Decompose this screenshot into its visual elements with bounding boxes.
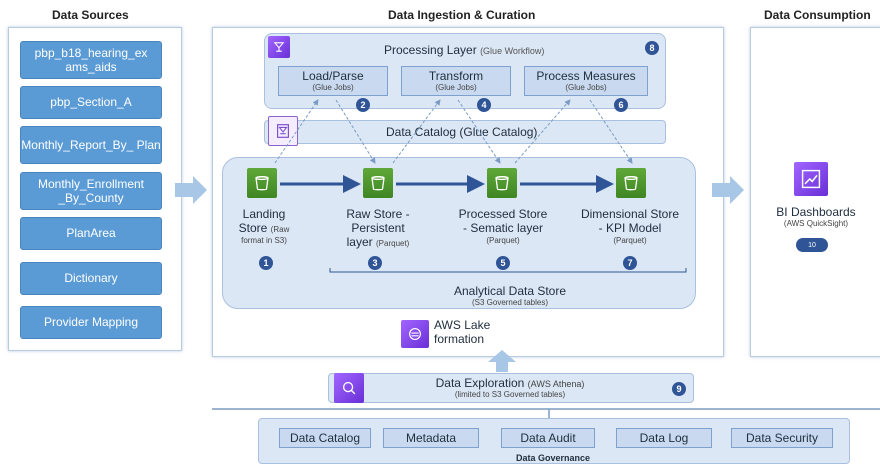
bi-dashboards-label[interactable]: BI Dashboards (AWS QuickSight)	[776, 205, 856, 228]
load-parse-sub: (Glue Jobs)	[312, 83, 354, 92]
gov-metadata[interactable]: Metadata	[383, 428, 479, 448]
badge-1: 1	[259, 256, 273, 270]
badge-3: 3	[368, 256, 382, 270]
transform-job[interactable]: Transform (Glue Jobs)	[401, 66, 511, 96]
badge-7: 7	[623, 256, 637, 270]
badge-10: 10	[796, 238, 828, 252]
data-catalog-bar	[264, 120, 666, 144]
source-provider-mapping[interactable]: Provider Mapping	[20, 306, 162, 339]
gov-data-catalog[interactable]: Data Catalog	[279, 428, 371, 448]
source-monthly-report[interactable]: Monthly_Report_By_ Plan	[20, 126, 162, 164]
source-planarea[interactable]: PlanArea	[20, 217, 162, 250]
processed-store-label: Processed Store - Sematic layer (Parquet…	[458, 207, 548, 245]
source-pbp-section-a[interactable]: pbp_Section_A	[20, 86, 162, 119]
dimensional-store-label: Dimensional Store - KPI Model (Parquet)	[580, 207, 680, 245]
badge-4: 4	[477, 98, 491, 112]
process-measures-job[interactable]: Process Measures (Glue Jobs)	[524, 66, 648, 96]
badge-6: 6	[614, 98, 628, 112]
data-exploration-label: Data Exploration (AWS Athena) (limited t…	[435, 376, 585, 399]
badge-8: 8	[645, 41, 659, 55]
source-pbp-b18-hearing[interactable]: pbp_b18_hearing_ex ams_aids	[20, 41, 162, 79]
data-governance-title: Data Governance	[515, 453, 591, 463]
glue-catalog-icon	[268, 116, 298, 146]
analytical-bracket	[329, 268, 687, 273]
process-measures-label: Process Measures	[536, 69, 636, 83]
lake-formation-icon	[401, 320, 429, 348]
gov-data-log[interactable]: Data Log	[616, 428, 712, 448]
transform-label: Transform	[428, 69, 484, 83]
data-exploration-bar	[328, 373, 694, 403]
sources-to-ingestion-arrow	[175, 176, 207, 204]
source-monthly-enrollment[interactable]: Monthly_Enrollment _By_County	[20, 172, 162, 210]
load-parse-label: Load/Parse	[302, 69, 364, 83]
raw-store-label: Raw Store - Persistent layer (Parquet)	[346, 207, 410, 249]
analytical-data-store-label: Analytical Data Store (S3 Governed table…	[453, 284, 567, 307]
load-parse-job[interactable]: Load/Parse (Glue Jobs)	[278, 66, 388, 96]
glue-workflow-icon	[268, 36, 290, 58]
raw-store-s3-icon	[363, 168, 393, 198]
landing-store-s3-icon	[247, 168, 277, 198]
exploration-up-arrow	[488, 350, 516, 372]
source-dictionary[interactable]: Dictionary	[20, 262, 162, 295]
lake-formation-label: AWS Lake formation	[434, 318, 491, 347]
process-measures-sub: (Glue Jobs)	[565, 83, 607, 92]
badge-2: 2	[356, 98, 370, 112]
transform-sub: (Glue Jobs)	[435, 83, 477, 92]
processing-layer-title: Processing Layer (Glue Workflow)	[384, 43, 545, 57]
gov-data-security[interactable]: Data Security	[731, 428, 833, 448]
dimensional-store-s3-icon	[616, 168, 646, 198]
quicksight-icon	[794, 162, 828, 196]
athena-icon	[334, 373, 364, 403]
data-catalog-label: Data Catalog (Glue Catalog)	[386, 125, 538, 139]
ingestion-to-consumption-arrow	[712, 176, 744, 204]
processed-store-s3-icon	[487, 168, 517, 198]
data-sources-title: Data Sources	[52, 8, 129, 22]
badge-5: 5	[496, 256, 510, 270]
data-consumption-title: Data Consumption	[764, 8, 871, 22]
landing-store-label: Landing Store (Raw format in S3)	[238, 207, 290, 245]
gov-data-audit[interactable]: Data Audit	[501, 428, 595, 448]
badge-9: 9	[672, 382, 686, 396]
data-ingestion-title: Data Ingestion & Curation	[388, 8, 536, 22]
